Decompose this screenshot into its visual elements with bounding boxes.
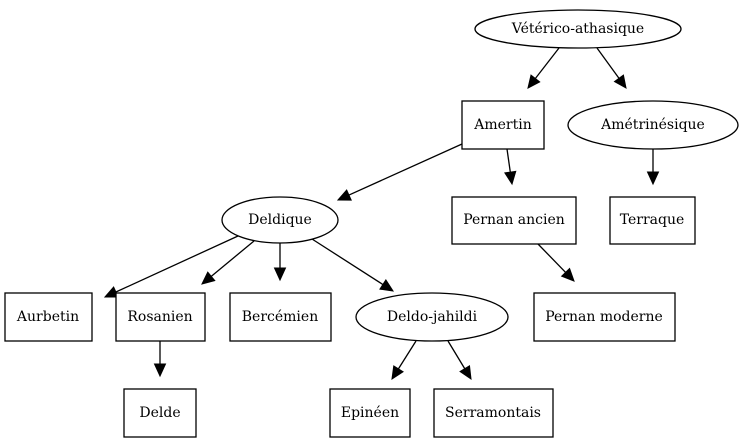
arrowhead-icon — [504, 170, 517, 186]
node-label: Amertin — [473, 117, 531, 133]
edge-deldique-to-bercemien — [273, 243, 287, 282]
arrowhead-icon — [560, 267, 575, 282]
arrowhead-icon — [646, 171, 660, 186]
node-label: Serramontais — [445, 405, 541, 421]
edge-line — [115, 235, 239, 293]
node-rosanien: Rosanien — [115, 292, 206, 342]
edge-line — [447, 340, 466, 370]
node-label: Terraque — [620, 212, 685, 228]
node-pernan-ancien: Pernan ancien — [451, 196, 577, 245]
node-epineen: Epinéen — [329, 388, 411, 438]
node-label: Aurbetin — [16, 309, 79, 325]
node-label: Deldo-jahildi — [387, 309, 478, 325]
edge-pernan-ancien-to-pernan-moderne — [537, 243, 575, 282]
node-delde: Delde — [123, 388, 197, 438]
edge-line — [537, 243, 567, 273]
node-label: Vétérico-athasique — [511, 21, 644, 37]
node-ametrinesique: Amétrinésique — [567, 100, 739, 150]
arrowhead-icon — [379, 278, 395, 292]
node-pernan-moderne: Pernan moderne — [533, 292, 676, 342]
node-label: Bercémien — [242, 309, 318, 325]
edge-veterico-to-amertin — [527, 47, 560, 89]
edge-rosanien-to-delde — [153, 341, 167, 378]
edge-ametrinesique-to-terraque — [646, 149, 660, 186]
edge-line — [534, 47, 560, 79]
node-bercemien: Bercémien — [229, 292, 332, 342]
node-label: Delde — [139, 405, 180, 421]
edge-line — [210, 240, 255, 277]
arrowhead-icon — [391, 365, 404, 381]
arrowhead-icon — [613, 74, 627, 89]
node-label: Pernan ancien — [463, 212, 565, 228]
arrowhead-icon — [336, 189, 352, 201]
arrowhead-icon — [201, 271, 216, 285]
edge-line — [506, 148, 511, 173]
edge-veterico-to-ametrinesique — [596, 47, 627, 89]
node-veterico-athasique: Vétérico-athasique — [474, 9, 682, 49]
arrowhead-icon — [153, 363, 167, 378]
nodes-layer: Vétérico-athasique Amertin Amétrinésique… — [4, 9, 739, 438]
node-label: Rosanien — [127, 309, 192, 325]
edge-line — [397, 340, 417, 370]
arrowhead-icon — [273, 267, 287, 282]
edge-line — [596, 47, 620, 79]
node-deldique: Deldique — [221, 196, 339, 244]
node-terraque: Terraque — [609, 196, 696, 245]
node-label: Epinéen — [341, 405, 399, 421]
edge-deldique-to-rosanien — [201, 240, 255, 285]
edge-amertin-to-deldique — [336, 143, 463, 201]
edge-deldique-to-deldo-jahildi — [311, 238, 395, 292]
node-deldo-jahildi: Deldo-jahildi — [355, 292, 509, 342]
arrowhead-icon — [459, 365, 472, 381]
node-label: Pernan moderne — [545, 309, 663, 325]
node-serramontais: Serramontais — [433, 388, 554, 438]
edge-line — [348, 143, 463, 196]
edge-amertin-to-pernan-ancien — [504, 148, 517, 186]
arrowhead-icon — [103, 286, 119, 298]
node-amertin: Amertin — [461, 100, 545, 150]
node-label: Amétrinésique — [600, 117, 705, 133]
arrowhead-icon — [527, 74, 541, 89]
edges-layer — [103, 47, 660, 381]
node-aurbetin: Aurbetin — [4, 292, 93, 342]
edge-deldique-to-aurbetin — [103, 235, 239, 298]
edge-deldo-jahildi-to-serramontais — [447, 340, 472, 381]
edge-line — [311, 238, 384, 286]
node-label: Deldique — [248, 212, 312, 228]
edge-deldo-jahildi-to-epineen — [391, 340, 417, 381]
